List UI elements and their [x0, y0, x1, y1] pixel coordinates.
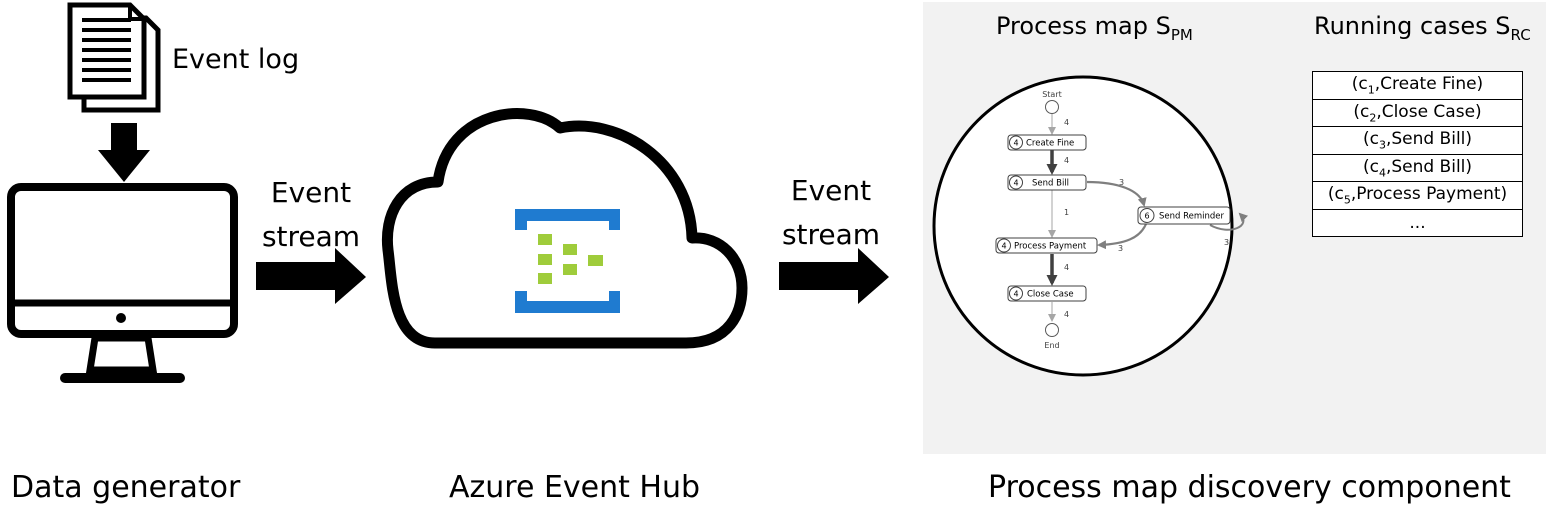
edge-sendbill-reminder-label: 3: [1119, 178, 1124, 187]
start-label: Start: [1042, 90, 1062, 99]
start-node: [1045, 100, 1059, 114]
table-row: (c2,Close Case): [1312, 98, 1523, 127]
document-stack-icon: [67, 2, 161, 113]
edge-start-create-label: 4: [1064, 118, 1069, 127]
case-cell: (c3,Send Bill): [1312, 126, 1523, 155]
svg-text:6: 6: [1144, 212, 1149, 221]
process-map-title-sub: PM: [1170, 25, 1193, 44]
running-cases-title-sub: RC: [1510, 25, 1531, 44]
process-map-title-text: Process map S: [996, 12, 1171, 40]
event-stream-label-2-line1: Event: [790, 174, 872, 207]
running-cases-table: (c1,Create Fine) (c2,Close Case) (c3,Sen…: [1312, 71, 1523, 237]
case-cell-ellipsis: ...: [1312, 208, 1523, 237]
svg-text:4: 4: [1013, 179, 1018, 188]
edge-payment-close-label: 4: [1064, 263, 1069, 272]
edge-reminder-payment-label: 3: [1118, 244, 1123, 253]
svg-text:Close Case: Close Case: [1027, 290, 1074, 300]
event-stream-label-1-line2: stream: [261, 220, 361, 253]
process-map-graph: Start End 4 4 1 3 3 3 4 4 4 Create Fine: [995, 90, 1249, 350]
node-process-payment: 4 Process Payment: [995, 237, 1098, 254]
table-row: ...: [1312, 208, 1523, 237]
process-map-discovery-label: Process map discovery component: [988, 470, 1511, 505]
svg-text:4: 4: [1001, 242, 1006, 251]
svg-text:Process Payment: Process Payment: [1014, 242, 1087, 252]
event-stream-arrow-2: [779, 248, 889, 304]
event-hub-logo-icon: [515, 209, 620, 313]
case-cell: (c2,Close Case): [1312, 98, 1523, 127]
node-close-case: 4 Close Case: [1007, 285, 1087, 302]
process-map-circle: [932, 75, 1234, 377]
svg-text:Create Fine: Create Fine: [1026, 139, 1074, 149]
table-row: (c1,Create Fine): [1312, 71, 1523, 100]
edge-reminder-loop: [1209, 212, 1249, 231]
case-cell: (c4,Send Bill): [1312, 153, 1523, 182]
case-cell: (c1,Create Fine): [1312, 71, 1523, 100]
down-arrow-icon: [98, 123, 150, 182]
cloud-icon: [381, 108, 748, 349]
node-send-bill: 4 Send Bill: [1007, 174, 1087, 191]
edge-sendbill-payment-label: 1: [1064, 208, 1069, 217]
data-generator-label: Data generator: [11, 470, 241, 505]
event-stream-label-1: Event stream: [252, 171, 370, 259]
edge-reminder-payment: [1097, 223, 1148, 250]
svg-text:Send Bill: Send Bill: [1032, 179, 1069, 189]
monitor-icon: [7, 183, 238, 383]
node-send-reminder: 6 Send Reminder: [1137, 206, 1231, 225]
running-cases-title: Running cases SRC: [1314, 12, 1531, 44]
edge-create-sendbill-label: 4: [1064, 156, 1069, 165]
case-cell: (c5,Process Payment): [1312, 181, 1523, 210]
event-log-label: Event log: [172, 44, 300, 75]
table-row: (c3,Send Bill): [1312, 126, 1523, 155]
event-stream-label-2-line2: stream: [781, 218, 881, 251]
edge-close-end-label: 4: [1064, 310, 1069, 319]
end-node: [1045, 323, 1059, 337]
process-map-title: Process map SPM: [996, 12, 1193, 44]
svg-text:4: 4: [1013, 290, 1018, 299]
azure-event-hub-label: Azure Event Hub: [449, 470, 701, 505]
svg-text:Send Reminder: Send Reminder: [1159, 212, 1225, 222]
edge-sendbill-reminder: [1086, 180, 1147, 207]
edge-reminder-loop-label: 3: [1224, 238, 1229, 247]
event-stream-label-1-line1: Event: [270, 176, 352, 209]
node-create-fine: 4 Create Fine: [1007, 134, 1087, 151]
running-cases-title-text: Running cases S: [1314, 12, 1511, 40]
end-label: End: [1044, 341, 1059, 350]
table-row: (c5,Process Payment): [1312, 181, 1523, 210]
table-row: (c4,Send Bill): [1312, 153, 1523, 182]
event-stream-label-2: Event stream: [772, 169, 890, 257]
svg-text:4: 4: [1013, 139, 1018, 148]
event-stream-arrow-1: [256, 248, 366, 304]
